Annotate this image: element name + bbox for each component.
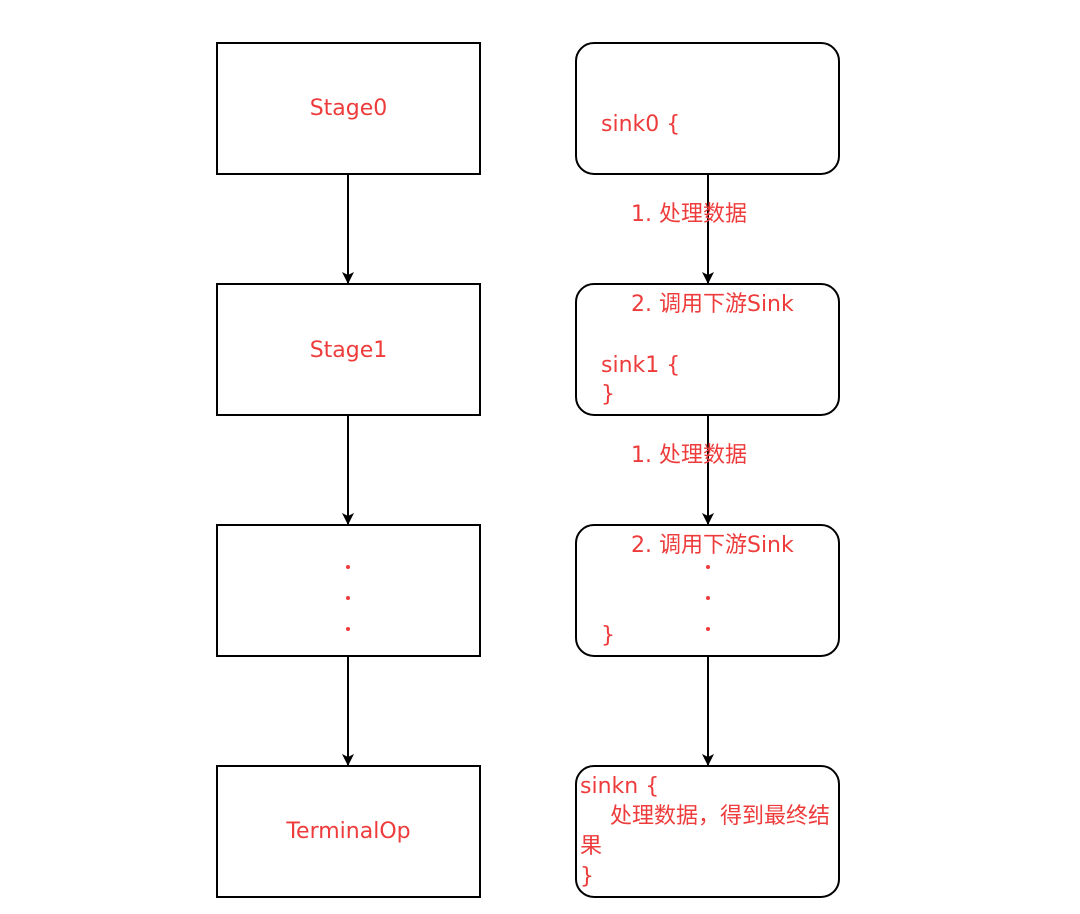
sink0-step1: 1. 处理数据 — [631, 202, 747, 227]
sink0-open: sink0 { — [601, 112, 681, 137]
sink0-close: } — [601, 382, 615, 407]
sink-ellipsis-dots — [706, 565, 710, 631]
stage-ellipsis-dots — [346, 565, 350, 631]
stage1-box — [216, 283, 481, 416]
sink0-code: sink0 { 1. 处理数据 2. 调用下游Sink } — [601, 50, 794, 440]
sink1-code: sink1 { 1. 处理数据 2. 调用下游Sink } — [601, 291, 794, 681]
stage-ellipsis-box — [216, 524, 481, 657]
sink-ellipsis-dot-3 — [706, 627, 710, 631]
terminalop-box — [216, 765, 481, 898]
sink0-step2: 2. 调用下游Sink — [631, 292, 794, 317]
stage1-label: Stage1 — [310, 338, 388, 363]
sinkn-code: sinkn { 处理数据，得到最终结果 } — [580, 772, 830, 892]
sink1-open: sink1 { — [601, 353, 681, 378]
stage-ellipsis-dot-3 — [346, 627, 350, 631]
sinkn-close: } — [580, 864, 594, 889]
stage0-node: Stage0 — [216, 42, 481, 175]
stage-ellipsis-dot-2 — [346, 596, 350, 600]
sink1-step1: 1. 处理数据 — [631, 443, 747, 468]
sink-ellipsis-dot-1 — [706, 565, 710, 569]
sink1-close: } — [601, 623, 615, 648]
stage0-label: Stage0 — [310, 96, 388, 121]
sink1-step2: 2. 调用下游Sink — [631, 533, 794, 558]
stage-ellipsis-node — [216, 524, 481, 657]
sink-ellipsis-dot-2 — [706, 596, 710, 600]
stage1-node: Stage1 — [216, 283, 481, 416]
sinkn-open: sinkn { — [580, 774, 660, 799]
stage-ellipsis-dot-1 — [346, 565, 350, 569]
stage0-box — [216, 42, 481, 175]
sinkn-box — [575, 765, 840, 898]
sinkn-body: 处理数据，得到最终结果 — [580, 804, 831, 859]
terminalop-node: TerminalOp — [216, 765, 481, 898]
terminalop-label: TerminalOp — [285, 819, 410, 844]
